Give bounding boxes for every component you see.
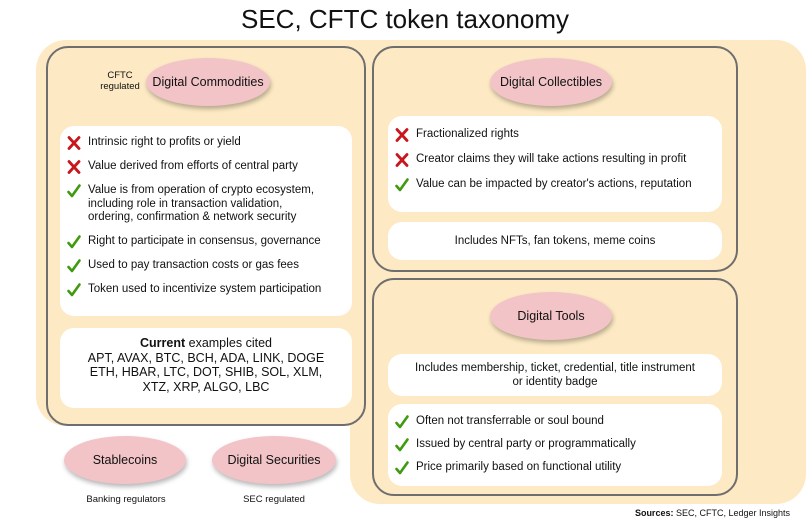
check-icon	[60, 259, 88, 273]
check-icon	[388, 415, 416, 429]
regulator-note-line: CFTC	[107, 70, 133, 81]
criterion-text: Value can be impacted by creator's actio…	[416, 178, 692, 190]
sources-label: Sources:	[634, 508, 674, 518]
digital-tools-label: Digital Tools	[517, 309, 585, 323]
tools-includes-card: Includes membership, ticket, credential,…	[388, 354, 722, 396]
criterion-text: Intrinsic right to profits or yield	[88, 136, 241, 148]
criterion-row: Fractionalized rights	[388, 128, 716, 142]
examples-heading-bold: Current	[139, 336, 186, 350]
commodities-examples-card: Current examples cited APT, AVAX, BTC, B…	[60, 328, 352, 408]
criterion-row: Used to pay transaction costs or gas fee…	[60, 259, 344, 273]
criterion-row: Value is from operation of crypto ecosys…	[60, 184, 344, 225]
cftc-regulated-note: CFTC regulated	[90, 70, 150, 92]
check-icon	[388, 438, 416, 452]
digital-tools-pill: Digital Tools	[490, 292, 612, 340]
stablecoins-label: Stablecoins	[92, 453, 158, 467]
digital-collectibles-pill: Digital Collectibles	[490, 58, 612, 106]
criterion-row: Intrinsic right to profits or yield	[60, 136, 344, 150]
collectibles-includes-card: Includes NFTs, fan tokens, meme coins	[388, 222, 722, 260]
examples-line: XTZ, XRP, ALGO, LBC	[142, 379, 270, 394]
digital-securities-pill: Digital Securities	[212, 436, 336, 484]
sources-note: Sources: SEC, CFTC, Ledger Insights	[560, 508, 790, 518]
criterion-row: Creator claims they will take actions re…	[388, 153, 716, 167]
collectibles-includes-text: Includes NFTs, fan tokens, meme coins	[454, 235, 656, 247]
page-title: SEC, CFTC token taxonomy	[241, 4, 569, 34]
criterion-text: Fractionalized rights	[416, 128, 519, 140]
examples-line: ETH, HBAR, LTC, DOT, SHIB, SOL, XLM,	[89, 365, 323, 379]
criterion-text: Value is from operation of crypto ecosys…	[88, 184, 344, 225]
cross-icon	[388, 128, 416, 142]
criterion-row: Value derived from efforts of central pa…	[60, 160, 344, 174]
digital-collectibles-label: Digital Collectibles	[499, 75, 603, 89]
tools-includes-line: or identity badge	[512, 376, 598, 388]
examples-line: APT, AVAX, BTC, BCH, ADA, LINK, DOGE	[87, 350, 325, 365]
criterion-text-line: Value is from operation of crypto ecosys…	[88, 184, 315, 196]
criterion-text: Used to pay transaction costs or gas fee…	[88, 258, 299, 271]
check-icon	[60, 283, 88, 297]
sources-text: SEC, CFTC, Ledger Insights	[673, 508, 790, 518]
stablecoins-pill: Stablecoins	[64, 436, 186, 484]
criterion-text: Often not transferrable or soul bound	[416, 415, 604, 427]
digital-securities-label: Digital Securities	[227, 453, 321, 467]
securities-note: SEC regulated	[243, 494, 305, 505]
cross-icon	[60, 136, 88, 150]
check-icon	[388, 461, 416, 475]
criterion-text: Creator claims they will take actions re…	[416, 153, 687, 165]
cross-icon	[60, 160, 88, 174]
check-icon	[60, 235, 88, 249]
criterion-row: Value can be impacted by creator's actio…	[388, 178, 716, 192]
digital-commodities-label: Digital Commodities	[152, 75, 264, 89]
criterion-text: Issued by central party or programmatica…	[416, 438, 636, 450]
criterion-text: Right to participate in consensus, gover…	[88, 234, 321, 247]
criterion-row: Issued by central party or programmatica…	[388, 438, 716, 452]
tools-includes-line: Includes membership, ticket, credential,…	[415, 362, 695, 374]
criterion-row: Price primarily based on functional util…	[388, 461, 716, 475]
digital-commodities-pill: Digital Commodities	[146, 58, 270, 106]
criterion-text: Value derived from efforts of central pa…	[88, 160, 298, 172]
regulator-note-line: regulated	[100, 81, 140, 92]
check-icon	[60, 184, 88, 198]
examples-heading-rest: examples cited	[185, 336, 272, 350]
stablecoins-note: Banking regulators	[86, 494, 166, 505]
criterion-text-line: ordering, confirmation & network securit…	[88, 211, 297, 223]
criterion-text-line: including role in transaction validation…	[88, 197, 283, 210]
criterion-text: Token used to incentivize system partici…	[88, 282, 322, 295]
check-icon	[388, 178, 416, 192]
criterion-text: Price primarily based on functional util…	[416, 461, 622, 473]
criterion-row: Token used to incentivize system partici…	[60, 283, 344, 297]
criterion-row: Often not transferrable or soul bound	[388, 415, 716, 429]
criterion-row: Right to participate in consensus, gover…	[60, 235, 344, 249]
cross-icon	[388, 153, 416, 167]
examples-heading: Current examples cited	[60, 336, 352, 351]
